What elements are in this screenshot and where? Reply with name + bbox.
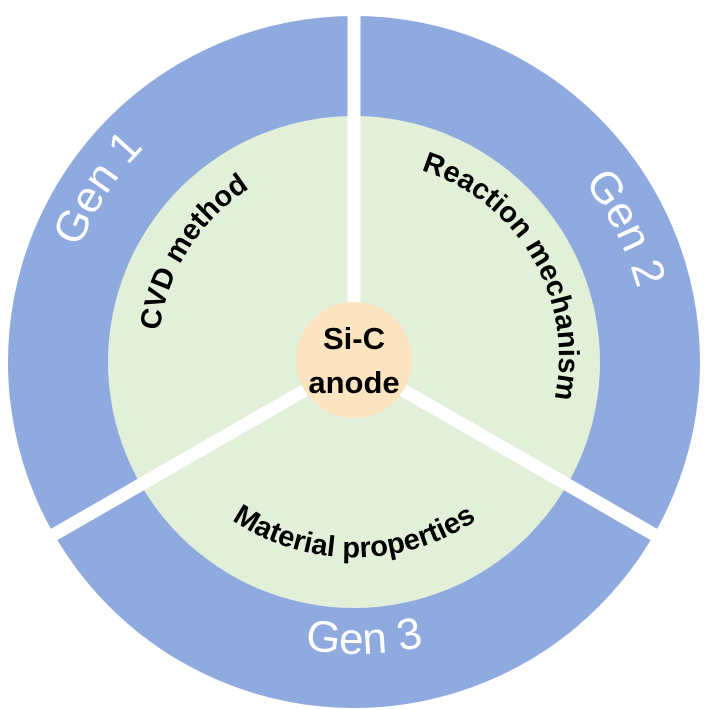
label-gen-3: Gen 3 [304,608,426,664]
divider-lower-left [44,364,344,544]
sector-dividers [44,0,664,544]
center-label-line1: Si-C [323,321,385,356]
center-label-line2: anode [308,365,399,400]
center-disc [296,302,412,418]
label-gen-3-text: Gen 3 [304,608,426,664]
divider-lower-right [364,364,664,544]
